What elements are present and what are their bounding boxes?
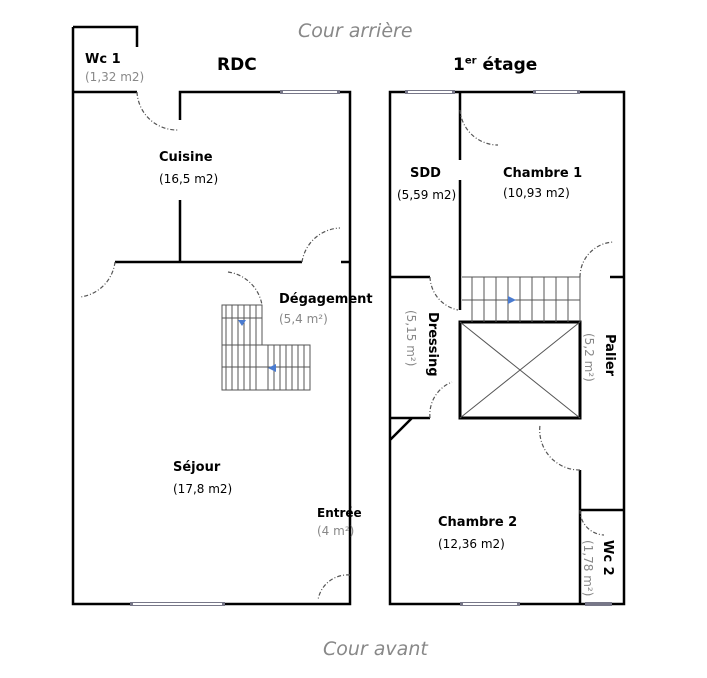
room-sdd-name: SDD: [410, 166, 441, 181]
room-chambre2-name: Chambre 2: [438, 515, 518, 530]
room-degagement-area: (5,4 m²): [279, 312, 328, 326]
room-degagement-name: Dégagement: [279, 292, 373, 307]
first-floor-title: 1er étage: [453, 55, 537, 75]
floor-sup: er: [464, 55, 477, 67]
room-entree-name: Entrée: [317, 506, 362, 520]
room-chambre2-area: (12,36 m2): [438, 537, 505, 551]
room-cuisine-area: (16,5 m2): [159, 172, 219, 186]
room-palier-area: (5,2 m²): [582, 333, 596, 382]
stair-arrow-icon: [508, 296, 516, 304]
stair-arrow-icon: [238, 320, 246, 326]
room-chambre1-area: (10,93 m2): [503, 186, 570, 200]
room-chambre1-name: Chambre 1: [503, 166, 583, 181]
room-wc2-area: (1,78 m²): [581, 540, 595, 597]
back-yard-label: Cour arrière: [298, 20, 413, 42]
room-palier-name: Palier: [602, 334, 617, 377]
front-yard-label: Cour avant: [323, 638, 428, 660]
first-floor-walls: [388, 90, 626, 606]
room-cuisine-name: Cuisine: [159, 150, 213, 165]
room-entree-area: (4 m²): [317, 524, 355, 538]
room-dressing-name: Dressing: [425, 312, 440, 377]
rdc-walls: [71, 25, 352, 606]
room-sdd-area: (5,59 m2): [397, 188, 457, 202]
room-wc1-area: (1,32 m2): [85, 70, 145, 84]
stair-arrow-icon: [268, 364, 276, 372]
room-sejour-name: Séjour: [173, 460, 221, 475]
room-sejour-area: (17,8 m2): [173, 482, 233, 496]
room-dressing-area: (5,15 m²): [404, 310, 418, 367]
room-wc2-name: Wc 2: [600, 540, 615, 576]
floor-rest: étage: [476, 55, 538, 75]
ground-floor-title: RDC: [217, 55, 257, 75]
room-wc1-name: Wc 1: [85, 52, 121, 67]
floor-num: 1: [453, 55, 465, 75]
